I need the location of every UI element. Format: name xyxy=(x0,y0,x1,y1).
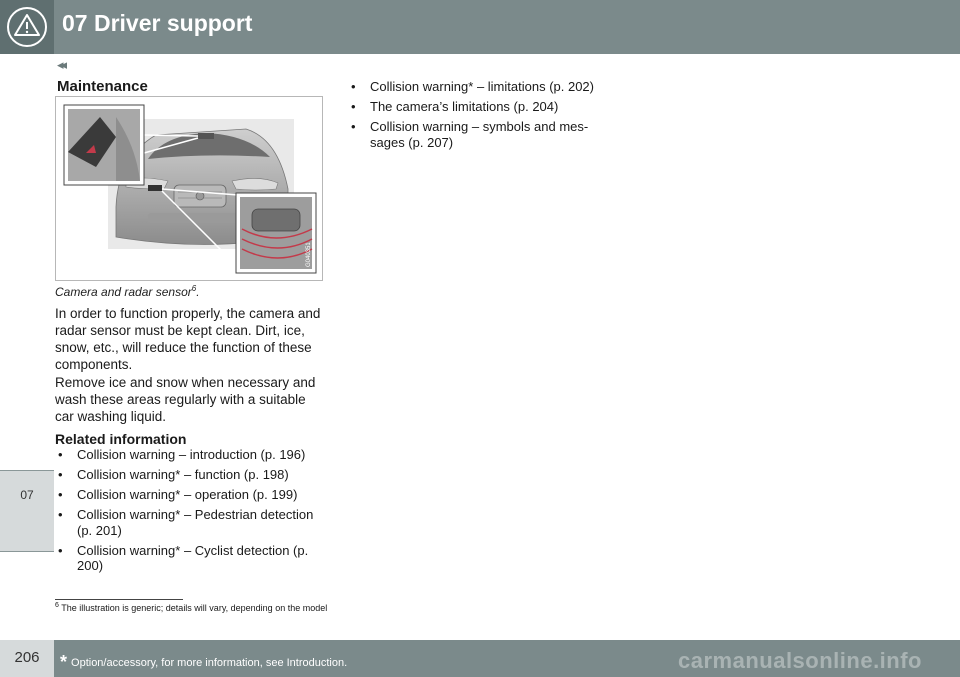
footnote-divider xyxy=(55,599,183,600)
bullet-icon: • xyxy=(351,79,356,94)
camera-radar-illustration: G040351 xyxy=(55,96,323,281)
bullet-icon: • xyxy=(58,542,63,558)
back-nav-icon[interactable]: ◂◂ xyxy=(57,57,67,72)
related-link-text[interactable]: Collision warning* – Cyclist detection (… xyxy=(77,542,309,574)
bullet-icon: • xyxy=(351,119,356,134)
related-link-text[interactable]: Collision warning* – function (p. 198) xyxy=(77,467,289,482)
footnote-number: 6 xyxy=(55,602,59,609)
related-links-list: • Collision warning – introduction (p. 19… xyxy=(55,447,325,578)
caption-tail: . xyxy=(196,285,200,299)
caption-footnote-ref[interactable]: 6 xyxy=(191,284,197,293)
bullet-icon: • xyxy=(58,467,63,482)
page-number: 206 xyxy=(14,649,40,666)
related-link-text[interactable]: Collision warning – symbols and mes- sag… xyxy=(370,119,589,150)
warning-triangle-icon xyxy=(7,7,47,47)
related-links-list-right: • Collision warning* – limitations (p. 20… xyxy=(348,79,598,155)
related-link[interactable]: • Collision warning* – operation (p. 199) xyxy=(55,487,325,503)
footnote-text: The illustration is generic; details wil… xyxy=(61,603,328,613)
related-link-text[interactable]: Collision warning* – limitations (p. 202… xyxy=(370,79,594,94)
chapter-header xyxy=(0,0,960,54)
watermark: carmanualsonline.info xyxy=(678,648,922,673)
section-title: Maintenance xyxy=(57,78,148,95)
related-link-text[interactable]: Collision warning – introduction (p. 196… xyxy=(77,447,306,462)
chapter-tab-label: 07 xyxy=(20,488,34,502)
related-link-text[interactable]: The camera’s limitations (p. 204) xyxy=(370,99,559,114)
related-link[interactable]: • Collision warning* – Pedestrian detecti… xyxy=(55,507,325,538)
related-link-text[interactable]: Collision warning* – Pedestrian detectio… xyxy=(77,507,314,538)
related-information-heading: Related information xyxy=(55,431,187,447)
bullet-icon: • xyxy=(351,99,356,114)
page-footer xyxy=(0,640,960,677)
caption-text: Camera and radar sensor xyxy=(55,285,192,299)
body-paragraph-2: Remove ice and snow when necessary and w… xyxy=(55,375,316,424)
related-link[interactable]: • Collision warning* – limitations (p. 20… xyxy=(348,79,598,95)
related-link[interactable]: • Collision warning – symbols and mes- sa… xyxy=(348,119,598,150)
asterisk-icon: * xyxy=(60,652,68,672)
related-link[interactable]: • Collision warning – introduction (p. 19… xyxy=(55,447,325,463)
footer-note: *Option/accessory, for more information,… xyxy=(60,652,347,673)
header-icon-box xyxy=(0,0,54,54)
related-link-text[interactable]: Collision warning* – operation (p. 199) xyxy=(77,487,298,502)
bullet-icon: • xyxy=(58,487,63,502)
page-number-box xyxy=(0,640,54,677)
related-link[interactable]: • Collision warning* – function (p. 198) xyxy=(55,467,325,483)
car-illustration: G040351 xyxy=(63,104,317,274)
chapter-tab[interactable] xyxy=(0,470,54,552)
related-link[interactable]: • Collision warning* – Cyclist detection … xyxy=(55,543,325,574)
chapter-sidebar xyxy=(0,54,54,640)
figure-code: G040351 xyxy=(306,242,312,267)
figure-caption: Camera and radar sensor6. xyxy=(55,284,200,299)
body-paragraph-1: In order to function properly, the camer… xyxy=(55,306,321,372)
footer-note-text: Option/accessory, for more information, … xyxy=(71,657,348,669)
footnote: 6 The illustration is generic; details w… xyxy=(55,602,327,613)
bullet-icon: • xyxy=(58,447,63,462)
bullet-icon: • xyxy=(58,507,63,522)
page-title: 07 Driver support xyxy=(62,10,253,36)
related-link[interactable]: • The camera’s limitations (p. 204) xyxy=(348,99,598,115)
